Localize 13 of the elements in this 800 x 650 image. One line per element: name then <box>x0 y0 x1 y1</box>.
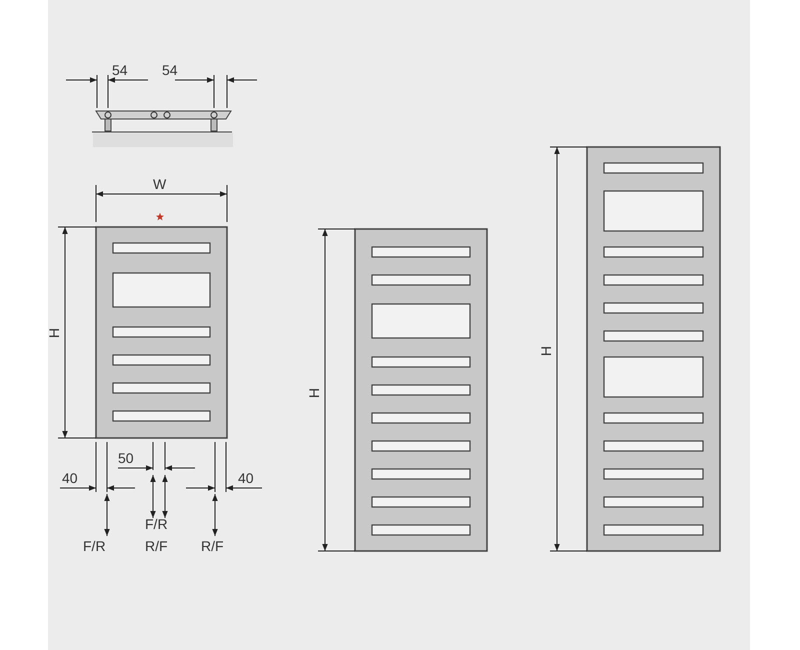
dimension-label: W <box>153 176 166 192</box>
connection-label: F/R <box>145 516 168 532</box>
dimension-label: H <box>306 388 322 398</box>
dimension-label: 54 <box>112 62 128 78</box>
connection-label: R/F <box>201 538 224 554</box>
dimension-label: 40 <box>62 470 78 486</box>
dimension-label: 54 <box>162 62 178 78</box>
dimension-label: H <box>538 346 554 356</box>
connection-label: F/R <box>83 538 106 554</box>
dimension-label: H <box>46 328 62 338</box>
dimension-label: 50 <box>118 450 134 466</box>
dimension-label: 40 <box>238 470 254 486</box>
connection-label: R/F <box>145 538 168 554</box>
